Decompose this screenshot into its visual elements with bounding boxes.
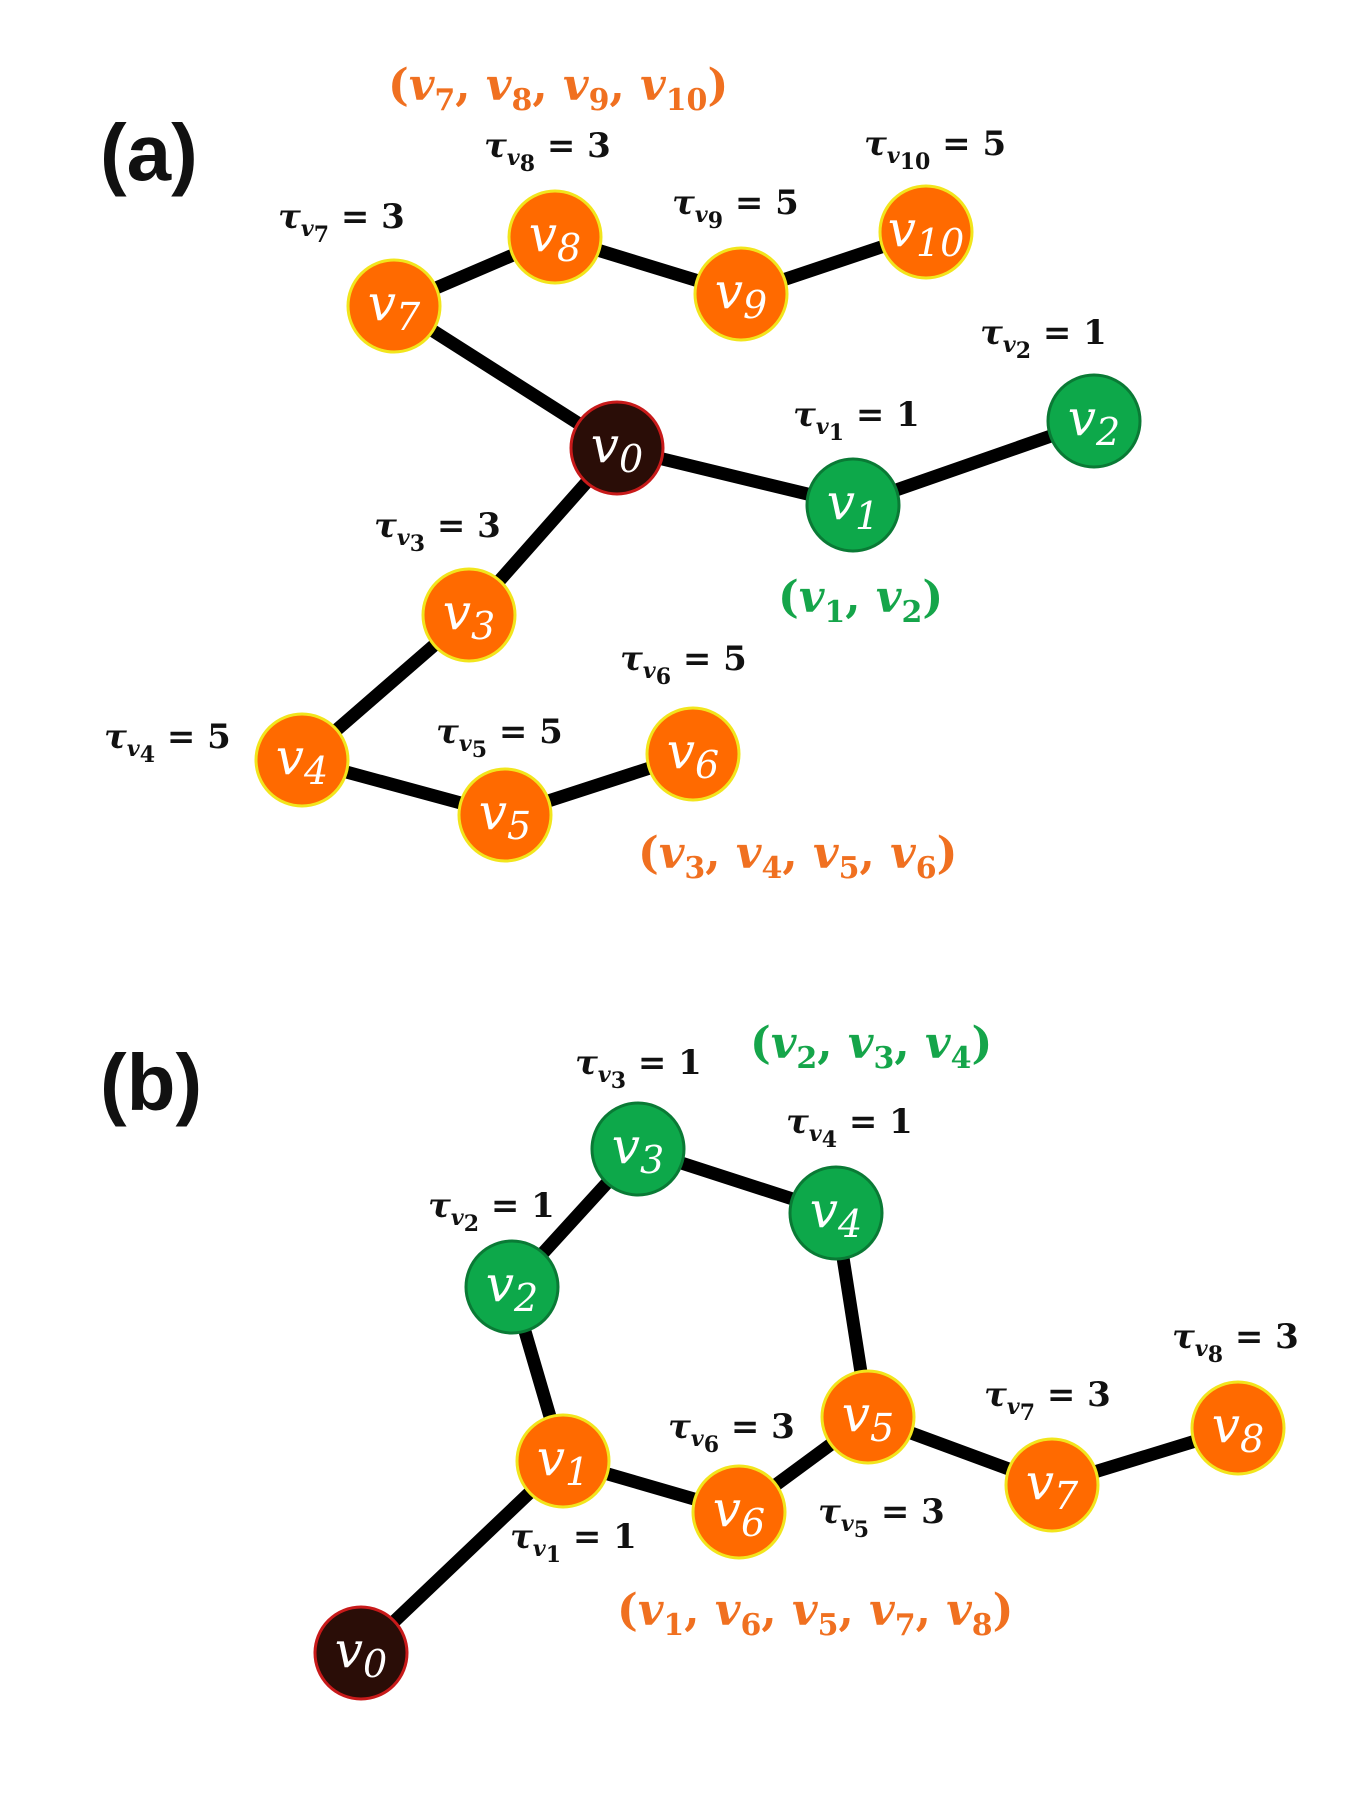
- tau-label-v1: τv1 = 1: [793, 395, 920, 446]
- tau-label-v6: τv6 = 3: [668, 1407, 795, 1458]
- node-circle: [693, 246, 789, 342]
- panel-label: (b): [100, 1038, 202, 1127]
- node-v8: v8: [507, 189, 603, 285]
- node-circle: [254, 712, 350, 808]
- node-circle: [569, 400, 665, 496]
- node-circle: [313, 1605, 409, 1701]
- node-label: v1: [827, 473, 879, 538]
- path-label: (v7, v8, v9, v10): [388, 60, 728, 118]
- tau-label-v3: τv3 = 1: [575, 1043, 702, 1094]
- node-label: v4: [276, 728, 328, 793]
- panel-label: (a): [100, 108, 198, 197]
- node-label: v2: [486, 1255, 538, 1320]
- node-label: v8: [1212, 1396, 1264, 1461]
- node-v7: v7: [346, 258, 442, 354]
- node-v8: v8: [1190, 1380, 1286, 1476]
- panel-a: (a) v0 v1 τv1 = 1 v2 τv2 = 1 v3 τv3 = 3 v4 τv4 = …: [100, 60, 1142, 886]
- tau-label-v2: τv2 = 1: [980, 313, 1107, 364]
- node-label: v0: [335, 1621, 387, 1686]
- node-v0: v0: [569, 400, 665, 496]
- node-v5: v5: [820, 1369, 916, 1465]
- node-circle: [590, 1101, 686, 1197]
- path-label: (v1, v2): [778, 572, 943, 630]
- node-label: v6: [713, 1480, 765, 1545]
- node-label: v5: [479, 783, 531, 848]
- node-label: v10: [888, 200, 965, 265]
- node-v1: v1: [805, 457, 901, 553]
- node-circle: [507, 189, 603, 285]
- node-circle: [805, 457, 901, 553]
- node-circle: [645, 706, 741, 802]
- tau-label-v6: τv6 = 5: [620, 639, 747, 690]
- tau-label-v10: τv10 = 5: [864, 124, 1006, 175]
- tau-label-v1: τv1 = 1: [510, 1517, 637, 1568]
- node-label: v1: [537, 1429, 589, 1494]
- node-circle: [515, 1413, 611, 1509]
- node-circle: [464, 1239, 560, 1335]
- node-label: v6: [667, 722, 719, 787]
- node-circle: [346, 258, 442, 354]
- node-label: v3: [443, 583, 495, 648]
- node-v3: v3: [590, 1101, 686, 1197]
- path-label: (v3, v4, v5, v6): [638, 828, 957, 886]
- tau-label-v8: τv8 = 3: [484, 126, 611, 177]
- node-circle: [1004, 1437, 1100, 1533]
- node-circle: [457, 767, 553, 863]
- node-v9: v9: [693, 246, 789, 342]
- node-v3: v3: [421, 567, 517, 663]
- tau-label-v4: τv4 = 5: [104, 717, 231, 768]
- node-circle: [1046, 373, 1142, 469]
- tau-label-v2: τv2 = 1: [428, 1186, 555, 1237]
- node-label: v5: [842, 1385, 894, 1450]
- node-v6: v6: [691, 1464, 787, 1560]
- node-v5: v5: [457, 767, 553, 863]
- tau-label-v3: τv3 = 3: [374, 506, 501, 557]
- node-circle: [878, 184, 974, 280]
- node-circle: [1190, 1380, 1286, 1476]
- node-label: v3: [612, 1117, 664, 1182]
- node-v4: v4: [254, 712, 350, 808]
- tau-label-v7: τv7 = 3: [984, 1375, 1111, 1426]
- panel-b: (b) v0 v1 τv1 = 1 v2 τv2 = 1 v3 τv3 = 1 v4 τv4 = …: [100, 1018, 1299, 1701]
- path-label: (v2, v3, v4): [750, 1018, 992, 1076]
- tau-label-v4: τv4 = 1: [786, 1102, 913, 1153]
- tau-label-v5: τv5 = 5: [436, 712, 563, 763]
- node-label: v7: [368, 274, 421, 339]
- node-label: v0: [591, 416, 643, 481]
- tau-label-v5: τv5 = 3: [818, 1492, 945, 1543]
- tau-label-v9: τv9 = 5: [672, 183, 799, 234]
- node-label: v4: [810, 1181, 862, 1246]
- node-label: v8: [529, 205, 581, 270]
- path-label: (v1, v6, v5, v7, v8): [617, 1585, 1013, 1643]
- node-circle: [820, 1369, 916, 1465]
- node-v6: v6: [645, 706, 741, 802]
- node-v7: v7: [1004, 1437, 1100, 1533]
- node-v2: v2: [464, 1239, 560, 1335]
- node-circle: [788, 1165, 884, 1261]
- node-v1: v1: [515, 1413, 611, 1509]
- node-v10: v10: [878, 184, 974, 280]
- node-circle: [421, 567, 517, 663]
- node-label: v9: [715, 262, 767, 327]
- node-label: v2: [1068, 389, 1120, 454]
- node-v2: v2: [1046, 373, 1142, 469]
- node-v4: v4: [788, 1165, 884, 1261]
- tau-label-v8: τv8 = 3: [1172, 1317, 1299, 1368]
- node-circle: [691, 1464, 787, 1560]
- node-label: v7: [1026, 1453, 1079, 1518]
- node-v0: v0: [313, 1605, 409, 1701]
- tau-label-v7: τv7 = 3: [278, 197, 405, 248]
